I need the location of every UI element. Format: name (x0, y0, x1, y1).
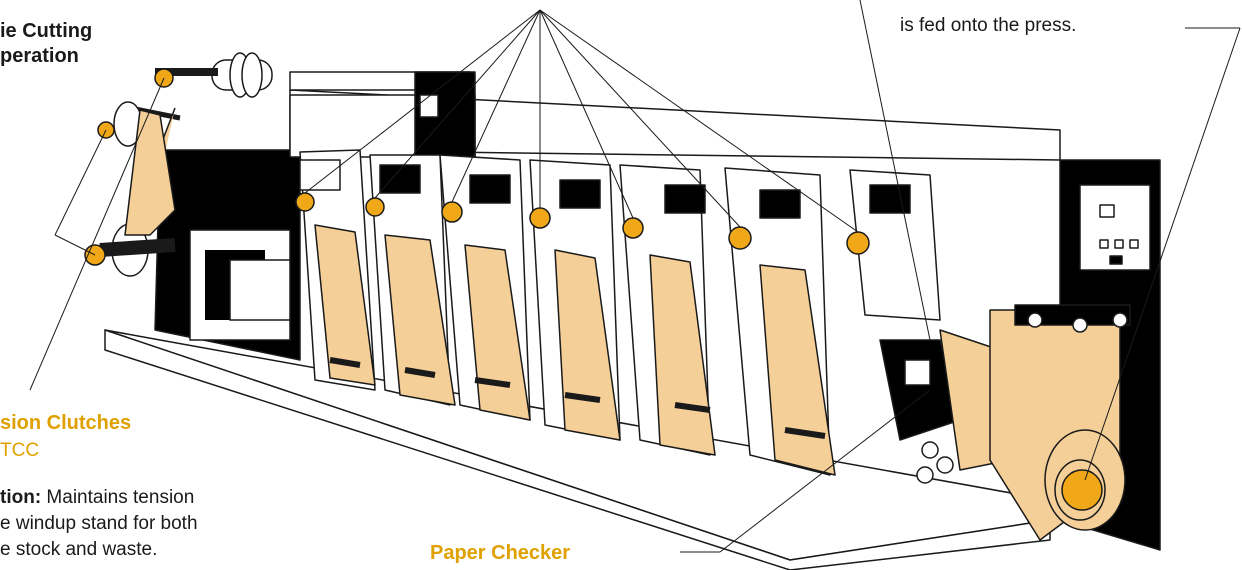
unwind-caption: is fed onto the press. (900, 15, 1077, 36)
die-cutting-title-line2: peration (0, 45, 79, 67)
brake-knob (529, 207, 551, 229)
tension-function: tion: Maintains tension (0, 487, 194, 509)
print-station-7 (849, 169, 941, 321)
print-station-6 (724, 167, 836, 476)
brake-knob (622, 217, 644, 239)
print-station-5 (619, 164, 716, 456)
brake-knob (846, 231, 870, 255)
tension-function-line3: e stock and waste. (0, 539, 158, 560)
die-cutting-title-line1: ie Cutting (0, 20, 93, 42)
waste-web (124, 109, 176, 236)
tension-clutches-model: TCC (0, 440, 40, 461)
brake-knob (441, 201, 463, 223)
print-station-3 (439, 154, 531, 421)
brake-knob (365, 197, 385, 217)
tension-function-line2: e windup stand for both (0, 513, 198, 534)
tension-clutches-title: sion Clutches (0, 412, 132, 434)
tension-function-text: Maintains tension (41, 487, 195, 508)
paper-checker-title: Paper Checker (430, 542, 571, 564)
press-base-front (104, 329, 1051, 570)
tension-function-label: tion: (0, 487, 42, 508)
print-station-4 (529, 159, 621, 441)
brake-knob (1061, 469, 1103, 511)
brake-knob (728, 226, 752, 250)
print-station-1 (299, 149, 376, 391)
leader-lines (29, 0, 1241, 553)
print-station-2 (369, 154, 456, 406)
brake-knob (295, 192, 315, 212)
